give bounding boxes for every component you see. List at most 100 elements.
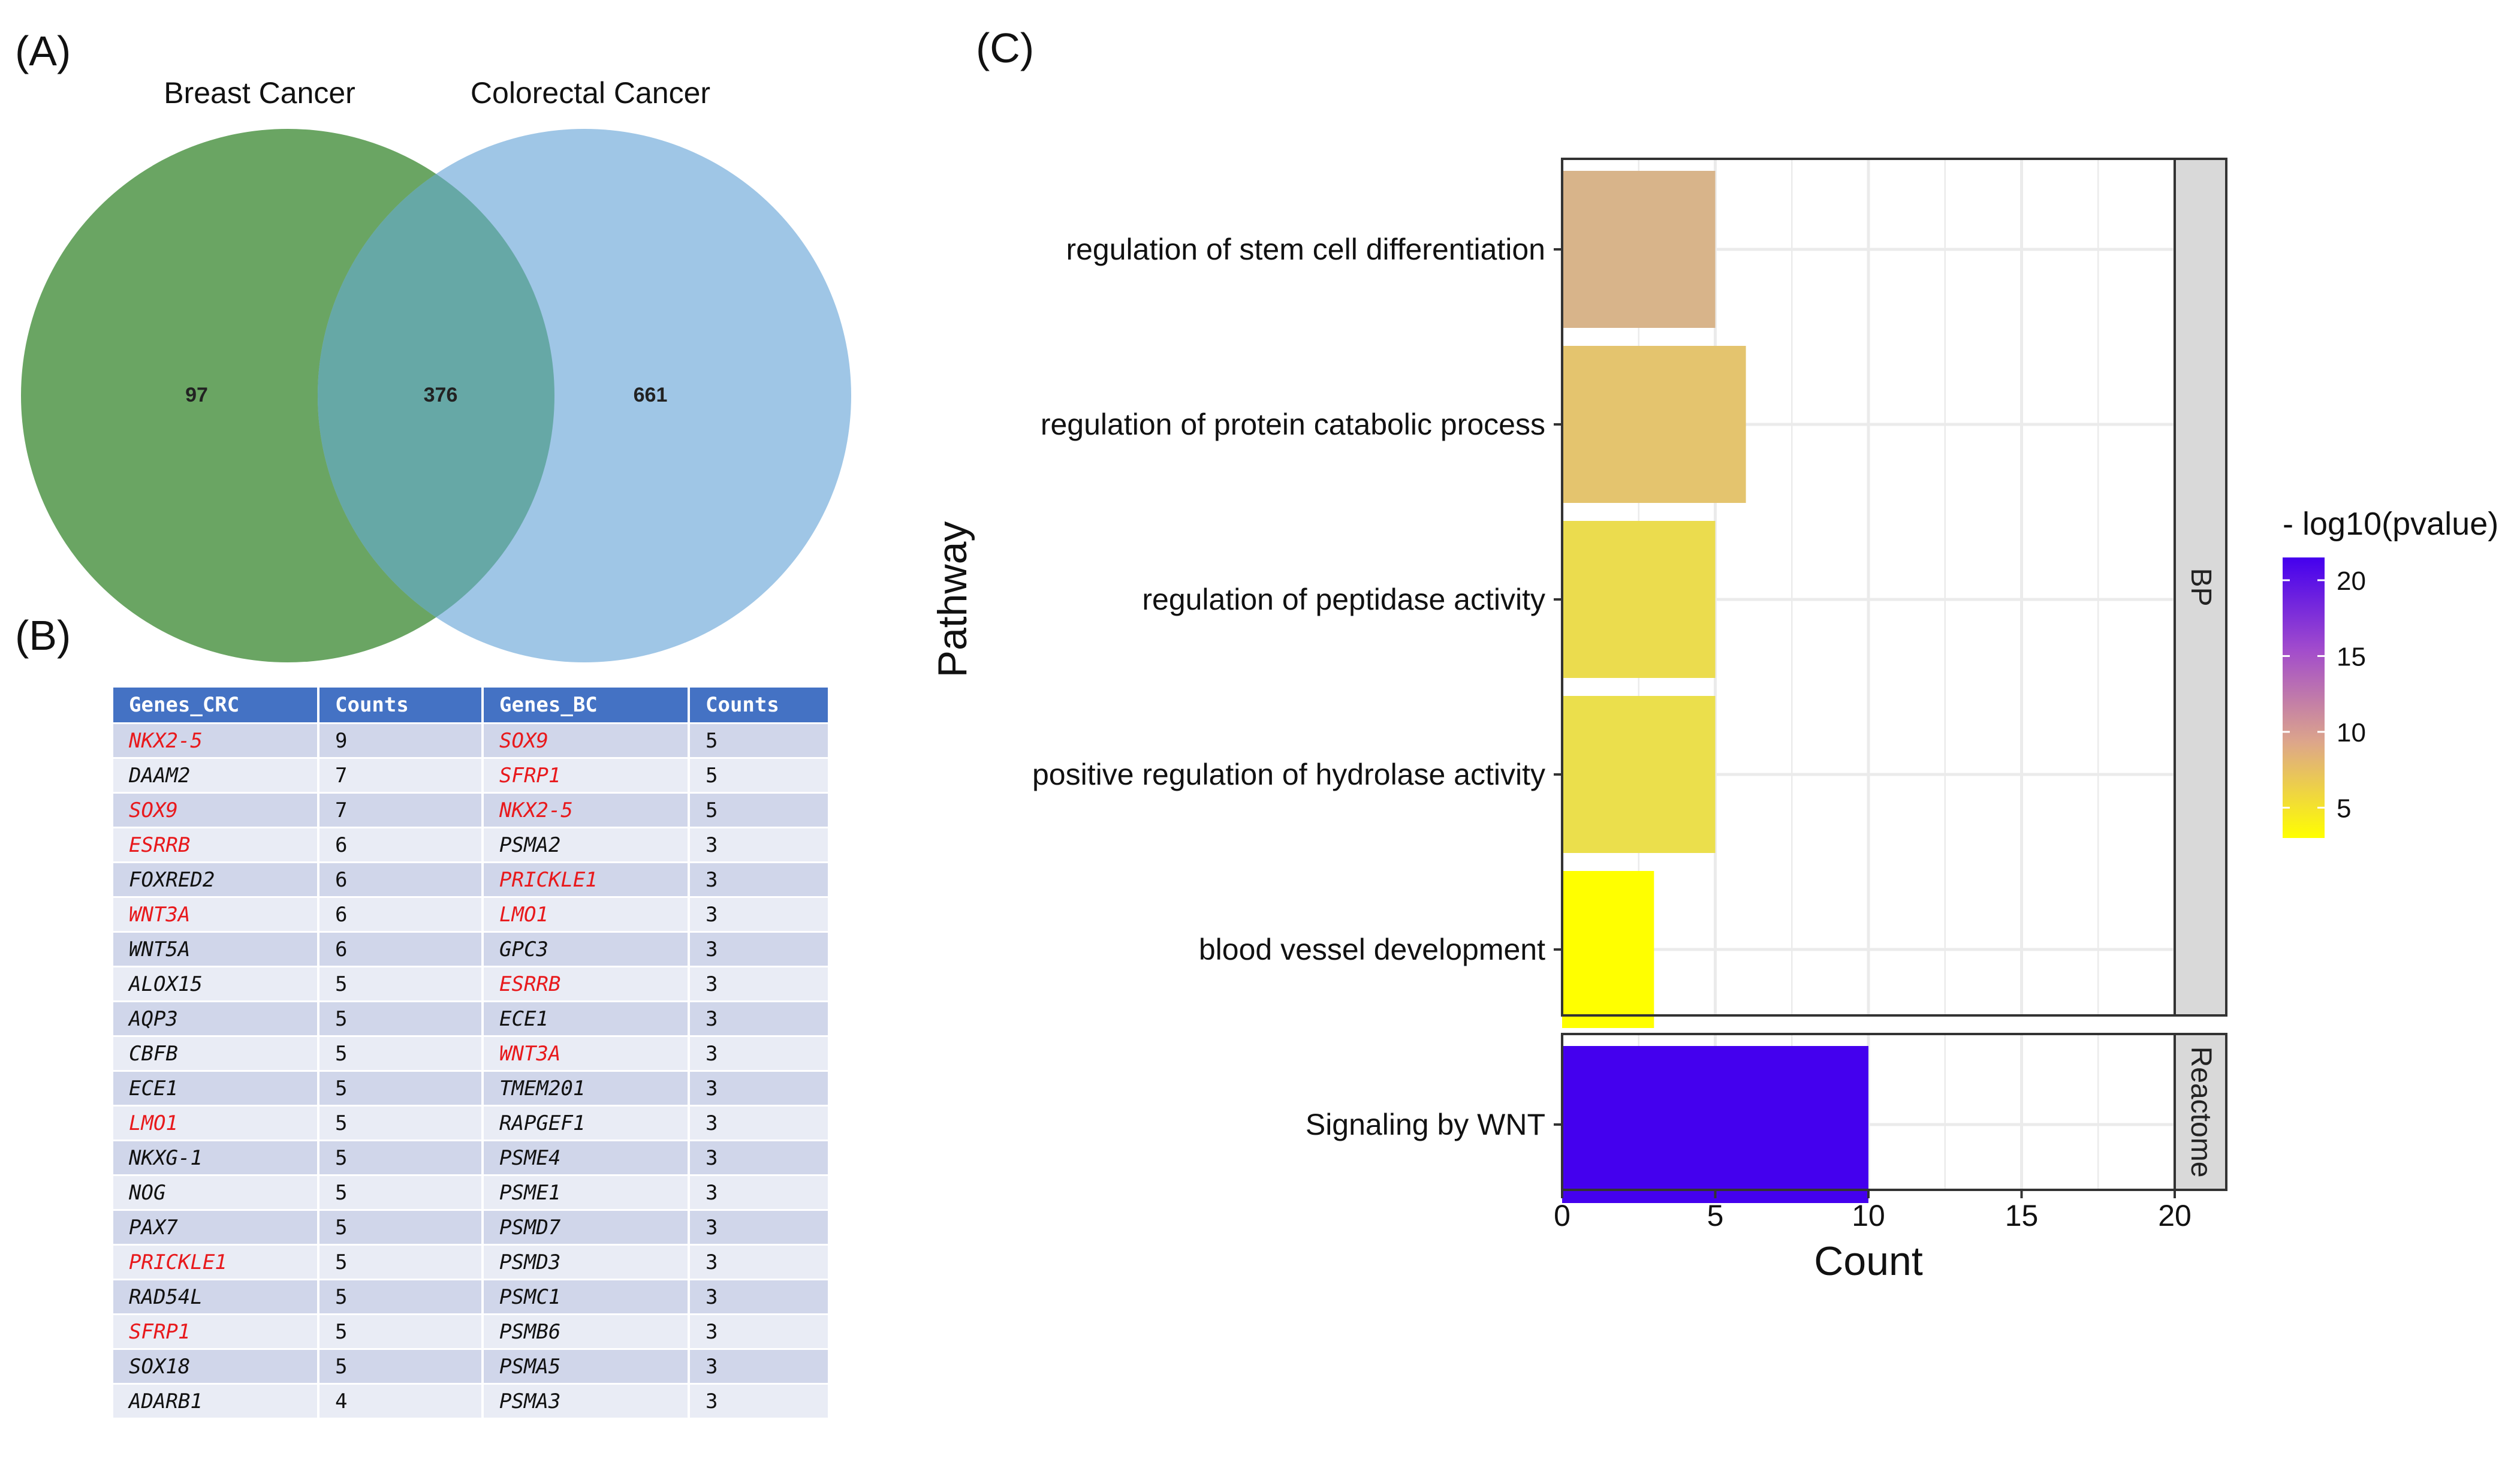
y-axis-title: Pathway (935, 522, 975, 678)
pathway-bar-chart: regulation of stem cell differentiationr… (935, 158, 2498, 1284)
gene-cell-crc: NKXG-1 (113, 1141, 317, 1174)
venn-diagram: Breast Cancer Colorectal Cancer 97 376 6… (21, 76, 851, 662)
y-tick-label: regulation of protein catabolic process (1041, 408, 1545, 441)
gene-cell-crc: PAX7 (113, 1211, 317, 1244)
gene-cell-bc: PSMC1 (484, 1280, 688, 1313)
gene-cell-bc: LMO1 (484, 898, 688, 931)
x-axis-title: Count (1814, 1238, 1923, 1284)
gene-cell-crc: CBFB (113, 1037, 317, 1070)
gene-cell-bc: PSMA5 (484, 1350, 688, 1383)
gene-cell-crc: ALOX15 (113, 967, 317, 1000)
gene-cell-crc: DAAM2 (113, 759, 317, 792)
count-cell-crc: 6 (319, 898, 481, 931)
count-cell-bc: 5 (690, 724, 828, 757)
x-tick-label: 5 (1707, 1199, 1724, 1232)
count-cell-bc: 3 (690, 828, 828, 861)
gene-cell-crc: PRICKLE1 (113, 1246, 317, 1279)
gene-cell-crc: SOX9 (113, 794, 317, 827)
count-cell-bc: 3 (690, 1002, 828, 1035)
count-cell-crc: 5 (319, 1176, 481, 1209)
header-counts-bc: Counts (690, 688, 828, 722)
venn-label-colorectal-cancer: Colorectal Cancer (471, 76, 710, 110)
gene-cell-crc: LMO1 (113, 1107, 317, 1140)
venn-overlap-region (318, 129, 554, 662)
count-cell-bc: 3 (690, 967, 828, 1000)
panel-label-a: (A) (15, 28, 71, 74)
x-tick-label: 10 (1852, 1199, 1885, 1232)
count-cell-bc: 3 (690, 933, 828, 966)
count-cell-bc: 5 (690, 794, 828, 827)
gene-cell-bc: NKX2-5 (484, 794, 688, 827)
panel-label-c: (C) (976, 25, 1035, 71)
legend-tick-label: 10 (2337, 718, 2366, 747)
count-cell-bc: 3 (690, 1280, 828, 1313)
header-counts-crc: Counts (319, 688, 481, 722)
bar-regulation-of-peptidase-activity (1562, 521, 1716, 678)
legend-colorbar (2283, 557, 2325, 838)
count-cell-bc: 3 (690, 898, 828, 931)
count-cell-crc: 4 (319, 1385, 481, 1418)
x-tick-label: 0 (1554, 1199, 1571, 1232)
gene-cell-bc: SFRP1 (484, 759, 688, 792)
header-genes-bc: Genes_BC (484, 688, 688, 722)
gene-cell-bc: PSMA2 (484, 828, 688, 861)
gene-cell-crc: NKX2-5 (113, 724, 317, 757)
count-cell-bc: 3 (690, 1315, 828, 1348)
count-cell-crc: 5 (319, 1002, 481, 1035)
count-cell-bc: 3 (690, 1211, 828, 1244)
y-tick-label: regulation of peptidase activity (1142, 583, 1545, 616)
gene-cell-crc: SOX18 (113, 1350, 317, 1383)
gene-cell-bc: PSMB6 (484, 1315, 688, 1348)
count-cell-crc: 9 (319, 724, 481, 757)
legend-title: - log10(pvalue) (2283, 506, 2498, 542)
header-genes-crc: Genes_CRC (113, 688, 317, 722)
gene-cell-bc: PSMD3 (484, 1246, 688, 1279)
count-cell-crc: 5 (319, 1280, 481, 1313)
count-cell-crc: 5 (319, 1315, 481, 1348)
count-cell-crc: 7 (319, 794, 481, 827)
count-cell-bc: 3 (690, 1141, 828, 1174)
table-header-row: Genes_CRC Counts Genes_BC Counts (113, 688, 828, 722)
y-tick-label: Signaling by WNT (1306, 1108, 1545, 1141)
count-cell-crc: 6 (319, 828, 481, 861)
count-cell-crc: 5 (319, 1350, 481, 1383)
y-tick-label: positive regulation of hydrolase activit… (1032, 758, 1545, 791)
count-cell-bc: 3 (690, 1350, 828, 1383)
count-cell-bc: 3 (690, 1072, 828, 1105)
facet-strip-label: Reactome (2185, 1047, 2217, 1178)
gene-cell-crc: ADARB1 (113, 1385, 317, 1418)
venn-count-colorectal-only: 661 (634, 384, 668, 406)
x-tick-label: 15 (2005, 1199, 2039, 1232)
bar-blood-vessel-development (1562, 871, 1654, 1028)
gene-cell-bc: PSMD7 (484, 1211, 688, 1244)
legend-tick-label: 20 (2337, 566, 2366, 596)
count-cell-bc: 3 (690, 1037, 828, 1070)
bar-regulation-of-protein-catabolic-process (1562, 346, 1746, 503)
venn-label-breast-cancer: Breast Cancer (164, 76, 355, 110)
gene-cell-bc: PSME1 (484, 1176, 688, 1209)
gene-cell-crc: ECE1 (113, 1072, 317, 1105)
gene-cell-crc: WNT5A (113, 933, 317, 966)
gene-cell-crc: NOG (113, 1176, 317, 1209)
facet-strip-reactome (2174, 1033, 2227, 1191)
gene-cell-bc: PSMA3 (484, 1385, 688, 1418)
gene-cell-bc: PSME4 (484, 1141, 688, 1174)
bar-signaling-by-wnt (1562, 1046, 1868, 1203)
legend-tick-label: 5 (2337, 794, 2351, 823)
